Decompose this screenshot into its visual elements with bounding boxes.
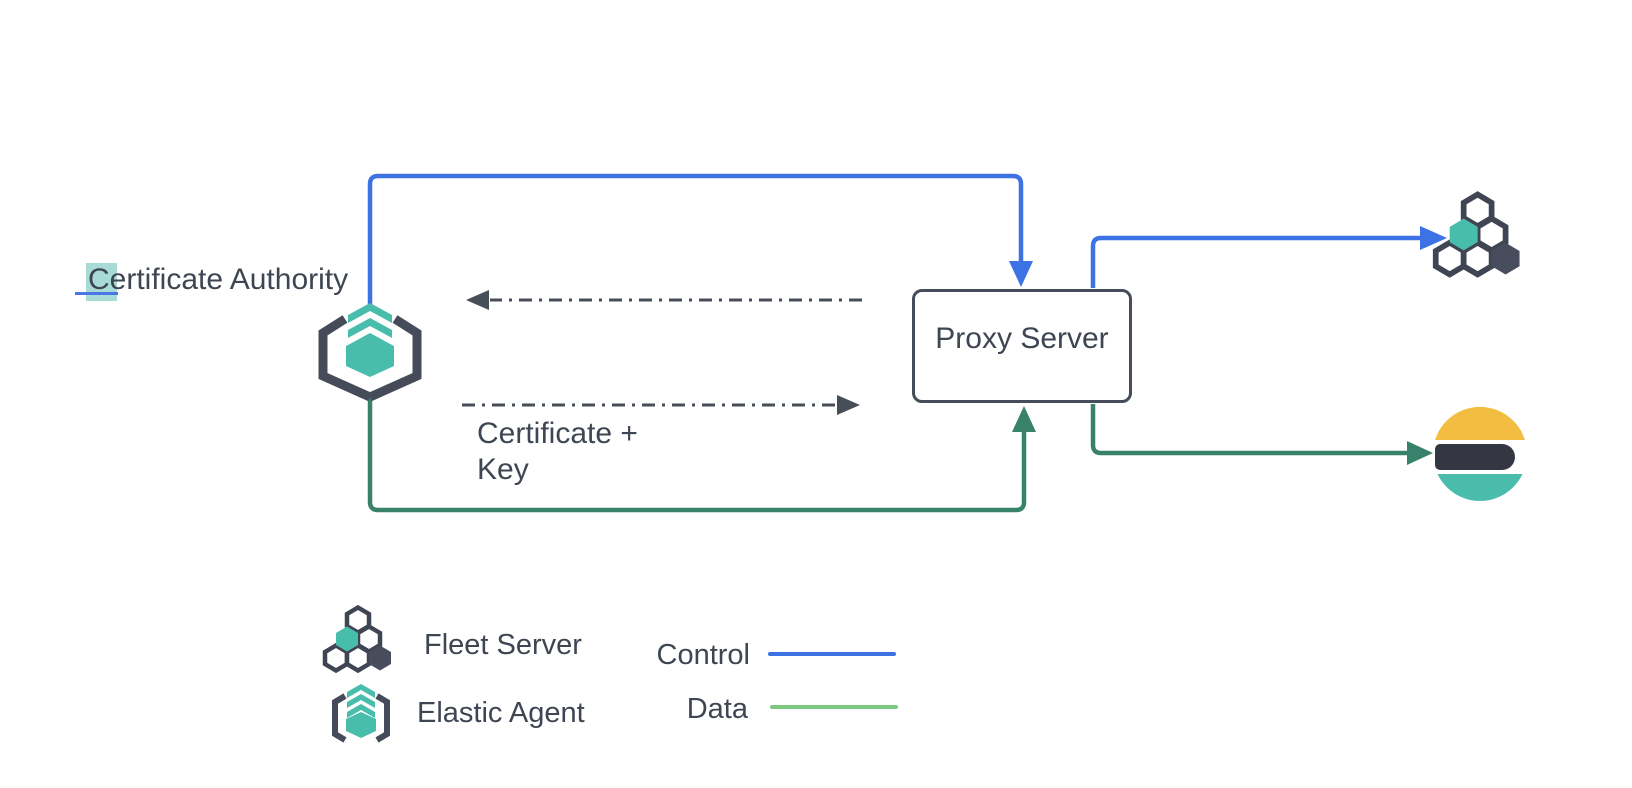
legend-elastic-agent-label: Elastic Agent xyxy=(417,697,585,729)
fleet-server-icon[interactable] xyxy=(1432,191,1520,278)
control-edge-path xyxy=(1090,235,1421,288)
elastic-dark-bar xyxy=(1435,444,1515,470)
hexagon-icon xyxy=(346,712,376,738)
elastic-teal-segment xyxy=(1437,474,1523,501)
control-edge-path xyxy=(367,173,1024,306)
chevron-icon xyxy=(348,318,392,338)
legend-fleet-server-label: Fleet Server xyxy=(424,629,582,661)
control-edge-agent-to-proxy[interactable] xyxy=(367,173,1033,306)
data-edge-path xyxy=(367,395,1027,513)
dashed-edge-to-agent[interactable] xyxy=(466,290,862,310)
elasticsearch-icon[interactable] xyxy=(1435,406,1525,501)
chevron-icon xyxy=(347,704,375,718)
hexagon-dark-icon xyxy=(369,645,391,671)
data-edge-proxy-to-elasticsearch[interactable] xyxy=(1090,404,1433,465)
bracket-right-icon xyxy=(368,315,422,402)
hexagon-teal-icon xyxy=(1449,218,1478,251)
data-edge-path xyxy=(1090,404,1408,456)
control-edge-proxy-to-fleet[interactable] xyxy=(1090,226,1447,288)
legend-control-line[interactable] xyxy=(768,652,896,656)
dashed-arrowhead-right-icon xyxy=(837,395,860,415)
certificate-authority-label[interactable]: Certificate Authority xyxy=(88,263,349,296)
chevron-icon xyxy=(348,303,392,323)
elastic-agent-icon[interactable] xyxy=(318,303,422,402)
elastic-agent-icon[interactable] xyxy=(332,684,390,743)
legend-data-line[interactable] xyxy=(770,705,898,709)
hexagon-teal-icon xyxy=(336,626,358,652)
data-arrowhead-up-icon xyxy=(1012,406,1036,432)
data-arrowhead-right-icon xyxy=(1407,441,1433,465)
legend-data-label: Data xyxy=(686,693,748,725)
proxy-server-label: Proxy Server xyxy=(935,322,1109,355)
control-arrowhead-down-icon xyxy=(1009,261,1033,287)
hexagon-outline-icon xyxy=(1460,239,1495,278)
chevron-icon xyxy=(347,684,375,698)
certificate-key-edge-label[interactable]: Certificate + Key xyxy=(477,417,638,486)
elastic-yellow-segment xyxy=(1435,406,1525,440)
dashed-arrowhead-left-icon xyxy=(466,290,489,310)
bracket-left-icon xyxy=(332,693,347,743)
control-arrowhead-right-icon xyxy=(1420,226,1447,250)
hexagon-dark-icon xyxy=(1491,242,1520,275)
bracket-left-icon xyxy=(318,315,372,402)
text-cursor xyxy=(75,292,118,295)
dashed-edge-to-proxy[interactable] xyxy=(462,395,860,415)
fleet-server-icon[interactable] xyxy=(322,604,391,674)
data-edge-agent-to-proxy[interactable] xyxy=(367,395,1036,513)
proxy-server-node[interactable]: Proxy Server xyxy=(912,289,1132,403)
bracket-right-icon xyxy=(375,693,390,743)
chevron-icon xyxy=(347,694,375,708)
hexagon-icon xyxy=(346,335,394,377)
legend-control-label: Control xyxy=(656,639,751,671)
